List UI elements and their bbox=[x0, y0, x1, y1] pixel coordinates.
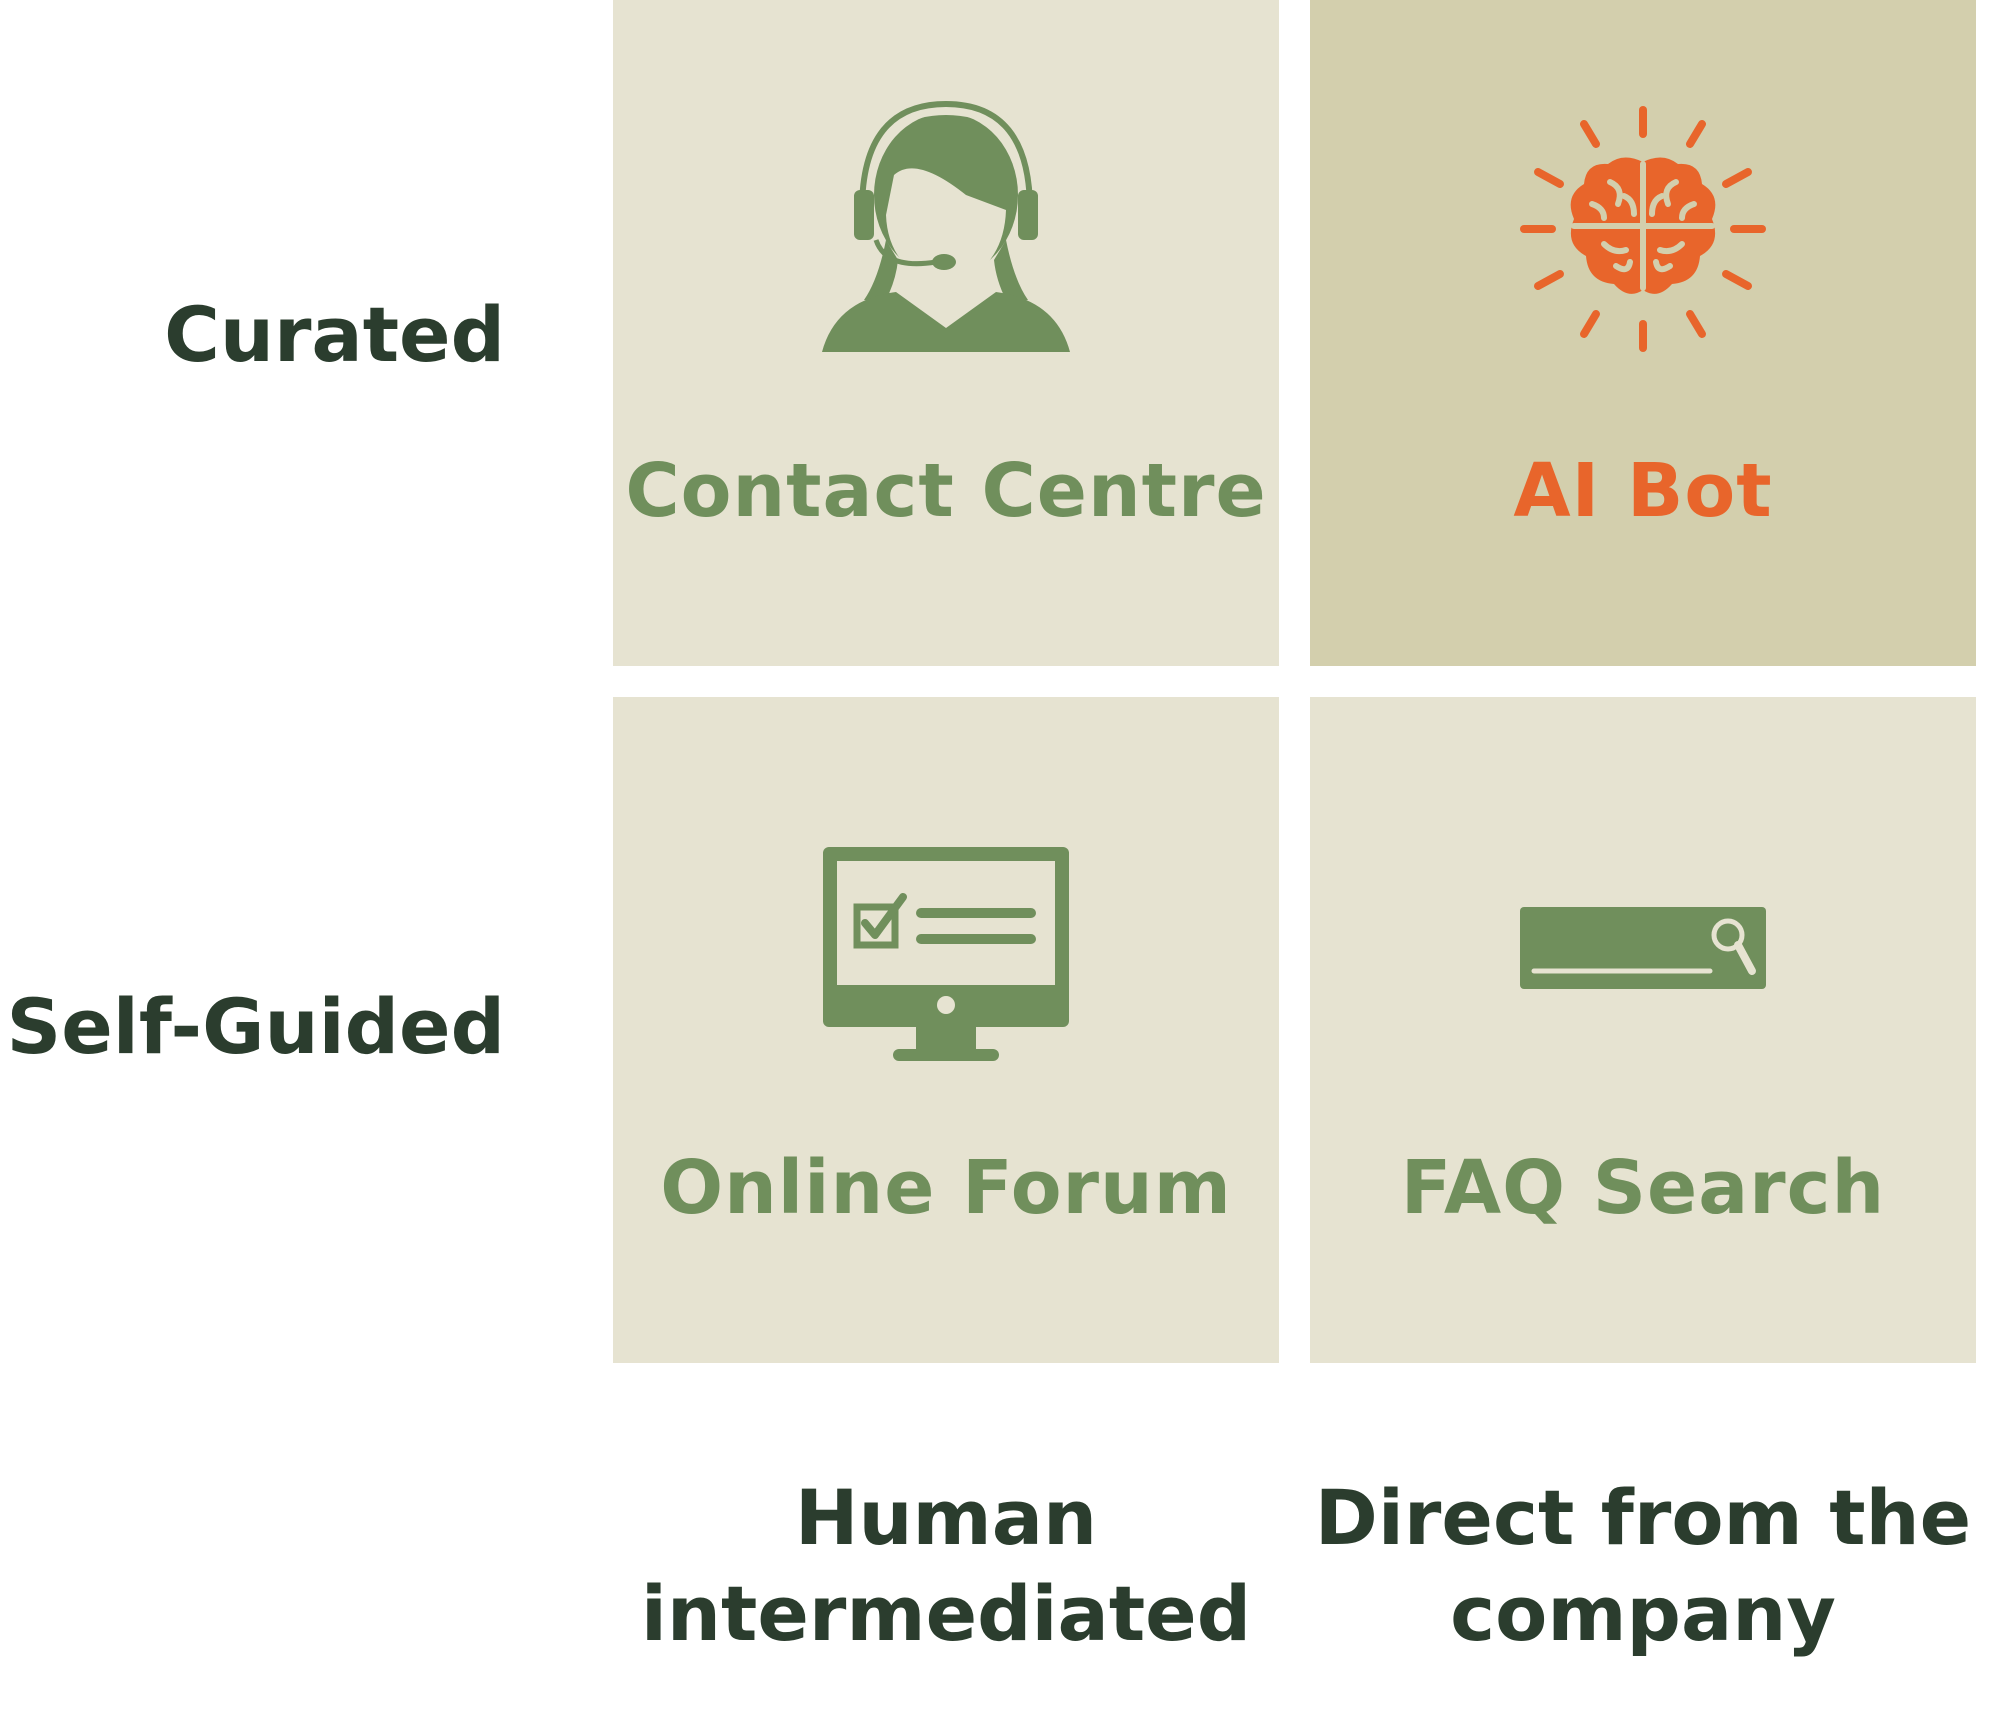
cell-online-forum: Online Forum bbox=[613, 697, 1279, 1363]
column-label-human-intermediated: Human intermediated bbox=[613, 1470, 1279, 1662]
search-bar-icon bbox=[1310, 905, 1976, 991]
row-label-self-guided: Self-Guided bbox=[6, 982, 506, 1071]
brain-icon bbox=[1310, 104, 1976, 354]
headset-agent-icon bbox=[613, 100, 1279, 360]
cell-label: FAQ Search bbox=[1400, 1145, 1886, 1231]
cell-label: Online Forum bbox=[660, 1145, 1232, 1231]
cell-faq-search: FAQ Search bbox=[1310, 697, 1976, 1363]
cell-label: AI Bot bbox=[1513, 448, 1773, 534]
row-label-curated: Curated bbox=[164, 290, 505, 379]
column-label-direct-from-company: Direct from the company bbox=[1310, 1470, 1976, 1662]
cell-label: Contact Centre bbox=[625, 448, 1267, 534]
monitor-checklist-icon bbox=[613, 845, 1279, 1065]
cell-contact-centre: Contact Centre bbox=[613, 0, 1279, 666]
column-label-line: company bbox=[1450, 1569, 1836, 1658]
column-label-line: Human bbox=[794, 1473, 1098, 1562]
column-label-line: intermediated bbox=[640, 1569, 1252, 1658]
cell-ai-bot: AI Bot bbox=[1310, 0, 1976, 666]
column-label-line: Direct from the bbox=[1314, 1473, 1972, 1562]
